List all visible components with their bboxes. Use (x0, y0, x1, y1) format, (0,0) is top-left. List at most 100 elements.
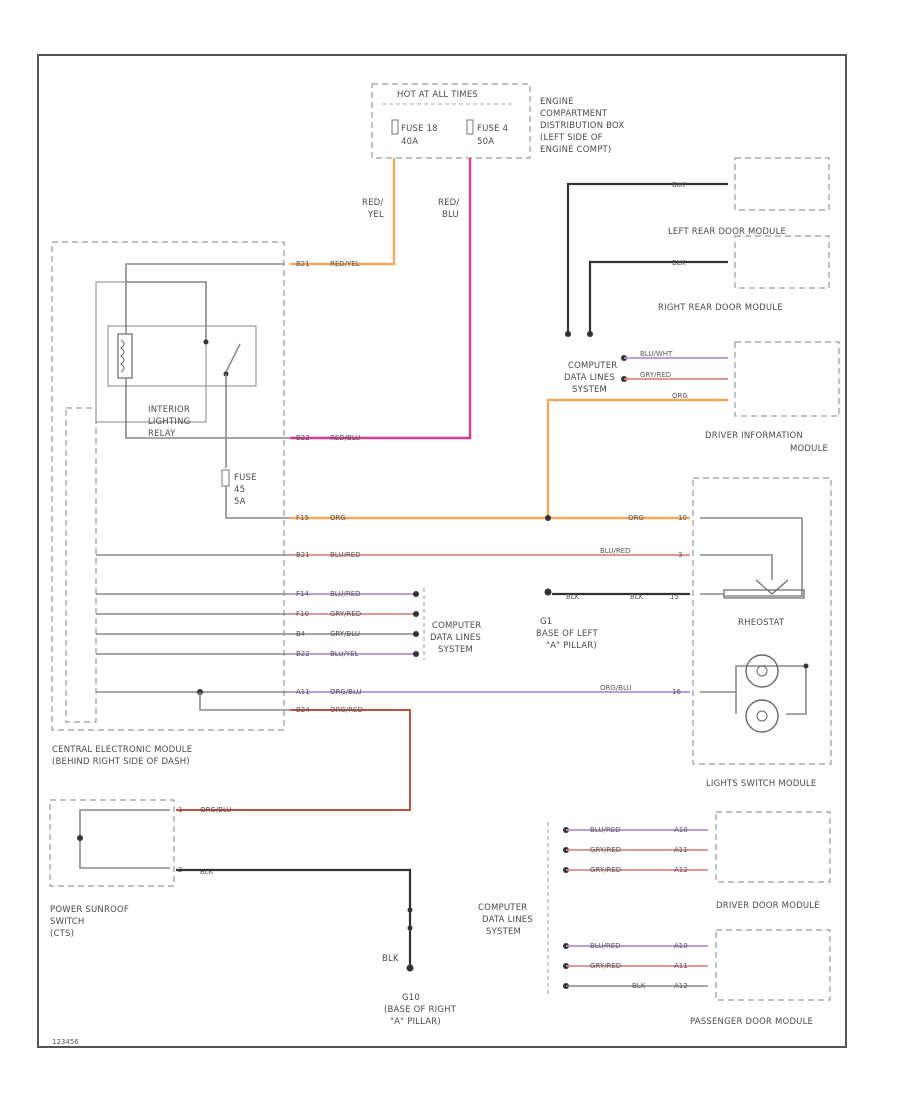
cdl-mid-label-1: COMPUTER (432, 621, 481, 631)
lamp-1-filament (756, 665, 768, 677)
indicator-lamp-2-icon (745, 699, 779, 733)
wire-dim-org (546, 398, 728, 518)
wire-dim-org-label: ORG (672, 392, 688, 400)
wire-blk-g1-label-a: BLK (566, 593, 580, 601)
fuse-4-symbol (466, 119, 474, 135)
lamp-splice (803, 663, 809, 669)
lsm-org-label: ORG (628, 514, 644, 522)
cem-inner-bracket (65, 407, 97, 723)
fuse-18-label: FUSE 18 (401, 124, 438, 134)
wire-red-yel-label-2: YEL (367, 210, 384, 220)
engine-box-label-4: (LEFT SIDE OF (540, 133, 603, 143)
g10-ground-point (406, 964, 414, 972)
sunroof-orgblu-label: ORG/BLU (200, 806, 232, 814)
wire-blk-g1-pin: 15 (670, 593, 679, 601)
cem-redyel-pin: B21 (296, 260, 310, 268)
wire-blk-right-rear (588, 260, 728, 332)
sunroof-label-2: SWITCH (50, 917, 85, 927)
data-connector-1 (413, 591, 419, 597)
rheostat-label: RHEOSTAT (738, 618, 785, 628)
fuse-18-amp: 40A (401, 137, 418, 147)
cem-orgred-pin: B24 (296, 706, 310, 714)
right-rear-door-module-box (734, 235, 830, 289)
wire-pd-2-pin: A11 (674, 962, 688, 970)
central-electronic-module-box (51, 241, 285, 731)
cem-name-label-1: CENTRAL ELECTRONIC MODULE (52, 745, 192, 755)
fuse-4-amp: 50A (477, 137, 494, 147)
wire-dd-1-label: BLU/RED (590, 826, 621, 834)
wire-dd-3-label: GRY/RED (590, 866, 621, 874)
wire-dim-blu-wht-label: BLU/WHT (640, 350, 673, 358)
indicator-lamp-1-icon (745, 654, 779, 688)
cem-orgred-label: ORG/RED (330, 706, 363, 714)
fuse-45-label: FUSE (234, 473, 257, 483)
cem-d1-label: BLU/RED (330, 590, 361, 598)
sunroof-blk-label: BLK (200, 868, 214, 876)
sunroof-label-1: POWER SUNROOF (50, 905, 129, 915)
lsm-internal-org (700, 517, 803, 597)
cem-d3-label: GRY/BLU (330, 630, 360, 638)
wire-blk-g10-label: BLK (382, 954, 399, 964)
wire-pd-1-label: BLU/RED (590, 942, 621, 950)
lsm-blured-pin: 3 (678, 551, 682, 559)
engine-box-label-1: ENGINE (540, 97, 574, 107)
wire-blk-b-label: BLK (672, 259, 686, 267)
fuse-45-symbol (221, 469, 230, 487)
sunroof-pin-1: 1 (178, 806, 182, 814)
wire-blk-a-label: BLK (672, 181, 686, 189)
cem-name-label-2: (BEHIND RIGHT SIDE OF DASH) (52, 757, 190, 767)
sunroof-ground-splice-1 (407, 907, 413, 913)
interior-lighting-relay-outline (95, 281, 207, 423)
wire-dd-3-pin: A12 (674, 866, 688, 874)
lamp-2-filament (756, 710, 768, 722)
cdl-top-label-3: SYSTEM (572, 385, 607, 395)
cem-redyel-label: RED/YEL (330, 260, 360, 268)
cem-blured-label: BLU/RED (330, 551, 361, 559)
cem-d1-pin: F14 (296, 590, 309, 598)
hot-at-all-times-label: HOT AT ALL TIMES (397, 90, 478, 100)
left-rear-door-module-box (734, 157, 830, 211)
wire-red-blu-label-1: RED/ (438, 198, 460, 208)
driver-door-module-box (715, 811, 831, 883)
lights-switch-module-label: LIGHTS SWITCH MODULE (706, 779, 816, 789)
lsm-lamp-circuit (700, 665, 807, 715)
wire-blk-g1-label-b: BLK (630, 593, 644, 601)
engine-box-label-3: DISTRIBUTION BOX (540, 121, 624, 131)
lsm-internal-blured (700, 554, 773, 580)
driver-information-module-box (734, 341, 840, 417)
relay-switch-contact (225, 343, 241, 373)
cem-d4-pin: B22 (296, 650, 310, 658)
splice-right-rear (587, 331, 593, 337)
relay-label-2: LIGHTING (148, 417, 190, 427)
cem-redblu-label: RED/BLU (330, 434, 361, 442)
engine-box-label-5: ENGINE COMPT) (540, 145, 611, 155)
wire-dd-2-pin: A11 (674, 846, 688, 854)
cem-d3-pin: B4 (296, 630, 306, 638)
relay-coil (117, 333, 133, 379)
fuse-4-label: FUSE 4 (477, 124, 508, 134)
engine-distribution-box (371, 83, 531, 159)
splice-left-rear (565, 331, 571, 337)
diagram-code: 123456 (52, 1038, 79, 1046)
g10-label-3: "A" PILLAR) (390, 1017, 441, 1027)
sunroof-ground-splice-2 (407, 925, 413, 931)
wire-dd-2-label: GRY/RED (590, 846, 621, 854)
wire-red-blu (290, 158, 472, 440)
wire-pd-3-pin: A12 (674, 982, 688, 990)
cdl-mid-label-3: SYSTEM (438, 645, 473, 655)
cdl-bot-label-2: DATA LINES (482, 915, 533, 925)
driver-information-module-label-2: MODULE (790, 444, 828, 454)
passenger-door-module-label: PASSENGER DOOR MODULE (690, 1017, 813, 1027)
sunroof-internal (79, 809, 170, 869)
passenger-door-module-box (715, 929, 831, 1001)
wire-blk-left-rear (566, 182, 728, 332)
g1-ground-point (544, 588, 552, 596)
cdl-bot-label-3: SYSTEM (486, 927, 521, 937)
relay-contact-a (203, 339, 209, 345)
rheostat-element (723, 589, 805, 599)
relay-coil-winding (120, 339, 125, 373)
cem-internal-orgred (199, 692, 290, 711)
relay-switch-feed (126, 281, 207, 340)
relay-coil-housing (107, 325, 257, 387)
wire-pd-1-pin: A10 (674, 942, 688, 950)
